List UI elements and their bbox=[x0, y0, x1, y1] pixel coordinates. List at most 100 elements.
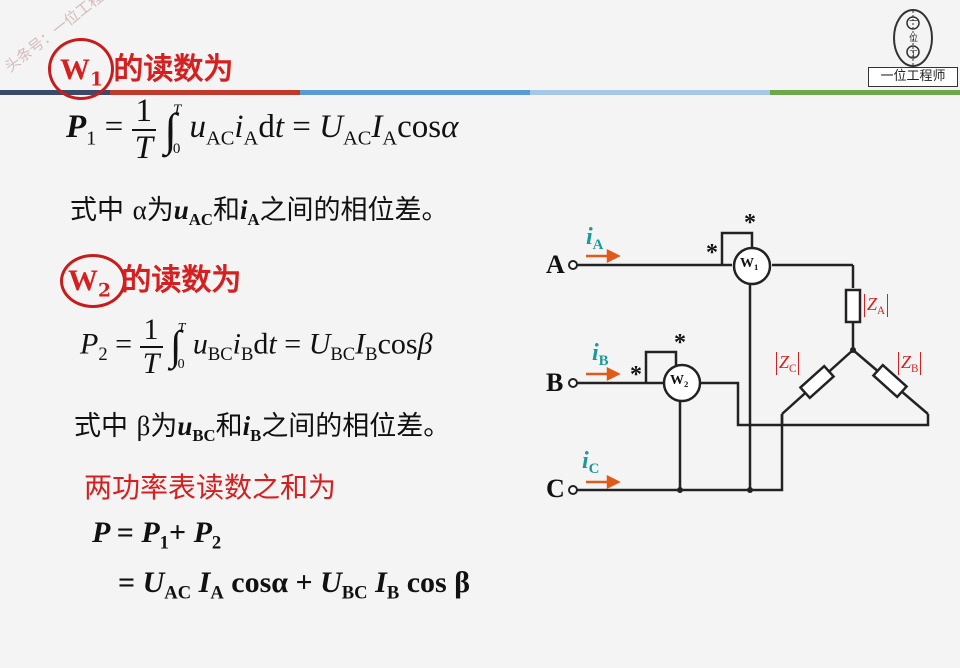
phase-b-label: B bbox=[546, 368, 564, 397]
p2-d: d bbox=[253, 327, 269, 361]
w1-star-current: * bbox=[744, 210, 756, 236]
p1-cos: cos bbox=[397, 109, 442, 146]
p2-u-sub: BC bbox=[207, 343, 233, 365]
phase-a-label: A bbox=[546, 250, 565, 279]
zc-sub: C bbox=[789, 362, 797, 375]
logo-glyph: 位 bbox=[909, 34, 919, 44]
w1-star-voltage: * bbox=[706, 240, 718, 266]
p2-I-sub: B bbox=[365, 343, 378, 365]
stripe-segment bbox=[300, 90, 530, 95]
logo-emblem-icon bbox=[893, 9, 933, 67]
sum1-P1: P bbox=[141, 516, 160, 549]
za-label: ZA bbox=[864, 294, 889, 317]
w2-meter-label: W2 bbox=[670, 373, 688, 389]
p2-i-sub: B bbox=[241, 343, 254, 365]
stripe-segment bbox=[110, 90, 300, 95]
p2-angle: β bbox=[417, 327, 433, 361]
p1-angle: α bbox=[441, 109, 459, 146]
note1-u-sub: AC bbox=[188, 209, 213, 229]
current-ib-label: iB bbox=[592, 340, 609, 370]
note2-and: 和 bbox=[215, 411, 243, 442]
note2-prefix: 式中 bbox=[74, 411, 137, 442]
arrow-ia-head-icon bbox=[606, 248, 621, 264]
p1-d: d bbox=[258, 109, 275, 146]
arrow-ic-head-icon bbox=[606, 474, 621, 490]
wattmeter-w1 bbox=[732, 246, 772, 286]
ib-sub: B bbox=[598, 353, 609, 370]
p2-cos: cos bbox=[377, 327, 418, 361]
terminal-b bbox=[568, 378, 578, 388]
note1-angle: α bbox=[132, 195, 147, 225]
note1-i: i bbox=[239, 195, 248, 225]
note2-angle: β bbox=[136, 411, 151, 441]
sum-line-1: P = P1+ P2 bbox=[92, 516, 221, 555]
w2-circle bbox=[60, 254, 126, 308]
p2-int-upper: T bbox=[177, 320, 186, 336]
zb-sym: Z bbox=[901, 352, 912, 372]
p1-u-sub: AC bbox=[205, 127, 235, 150]
sum2-U1: U bbox=[142, 566, 165, 599]
wattmeter-w2 bbox=[662, 363, 702, 403]
sum2-eq: = bbox=[118, 566, 136, 599]
p2-eq: = bbox=[115, 327, 133, 361]
current-ia-label: iA bbox=[586, 224, 603, 254]
sum1-P2: P bbox=[193, 516, 212, 549]
sum2-U2-sub: BC bbox=[341, 582, 368, 604]
sum1-P1-sub: 1 bbox=[159, 532, 169, 554]
ic-sym: i bbox=[582, 448, 589, 474]
note-1: 式中 α为uAC和iA之间的相位差。 bbox=[70, 188, 449, 230]
note1-u: u bbox=[173, 195, 189, 225]
p2-integral-sign: ∫ bbox=[170, 323, 182, 370]
p2-u: u bbox=[192, 327, 208, 361]
sum2-U2: U bbox=[320, 566, 342, 599]
note2-u: u bbox=[177, 411, 193, 441]
heading-w2: W2 的读数为 bbox=[68, 255, 241, 302]
note1-prefix: 式中 bbox=[70, 195, 133, 226]
heading-w2-text: 的读数为 bbox=[121, 263, 242, 298]
za-sym: Z bbox=[867, 294, 878, 314]
sum1-eq: = bbox=[116, 516, 134, 549]
w1-sym: W bbox=[740, 256, 754, 271]
sum1-plus: + bbox=[168, 516, 187, 549]
w1-circle bbox=[48, 38, 114, 100]
note1-i-sub: A bbox=[247, 209, 260, 229]
p1-i: i bbox=[234, 109, 244, 146]
stripe-segment bbox=[770, 90, 960, 95]
p2-U: U bbox=[308, 327, 331, 361]
stripe-segment bbox=[530, 90, 770, 95]
za-sub: A bbox=[877, 304, 886, 317]
arrow-ib-head-icon bbox=[606, 366, 621, 382]
w1-sub: 1 bbox=[754, 262, 759, 273]
sum-line-2: = UAC IA cosα + UBC IB cos β bbox=[118, 566, 470, 605]
terminal-a bbox=[568, 260, 578, 270]
p2-t: t bbox=[268, 327, 277, 361]
note1-and: 和 bbox=[212, 195, 240, 226]
sum2-I2: I bbox=[375, 566, 387, 599]
p2-U-sub: BC bbox=[330, 343, 356, 365]
p2-frac-num: 1 bbox=[139, 314, 163, 348]
impedance-za bbox=[844, 288, 862, 324]
phase-c-label: C bbox=[546, 474, 565, 503]
w2-label: W bbox=[68, 264, 98, 297]
p2-lhs: P bbox=[80, 327, 99, 361]
w1-label-sub: 1 bbox=[90, 69, 103, 91]
impedance-zb bbox=[871, 363, 909, 399]
p1-eq: = bbox=[104, 109, 124, 146]
p1-I: I bbox=[371, 109, 383, 146]
sum2-cos1: cosα bbox=[231, 566, 288, 599]
wire-b-out bbox=[700, 381, 784, 427]
p1-int-upper: T bbox=[172, 101, 182, 118]
p1-I-sub: A bbox=[382, 127, 398, 150]
zb-return bbox=[782, 414, 930, 427]
note1-mid: 为 bbox=[146, 195, 174, 226]
terminal-c bbox=[568, 485, 578, 495]
p2-lhs-sub: 2 bbox=[98, 343, 108, 365]
w2-star-current: * bbox=[674, 330, 686, 356]
note2-tail: 之间的相位差。 bbox=[261, 411, 451, 442]
w2-coil-loop bbox=[644, 350, 678, 383]
impedance-zc bbox=[798, 364, 836, 400]
p1-int-lower: 0 bbox=[172, 140, 181, 157]
